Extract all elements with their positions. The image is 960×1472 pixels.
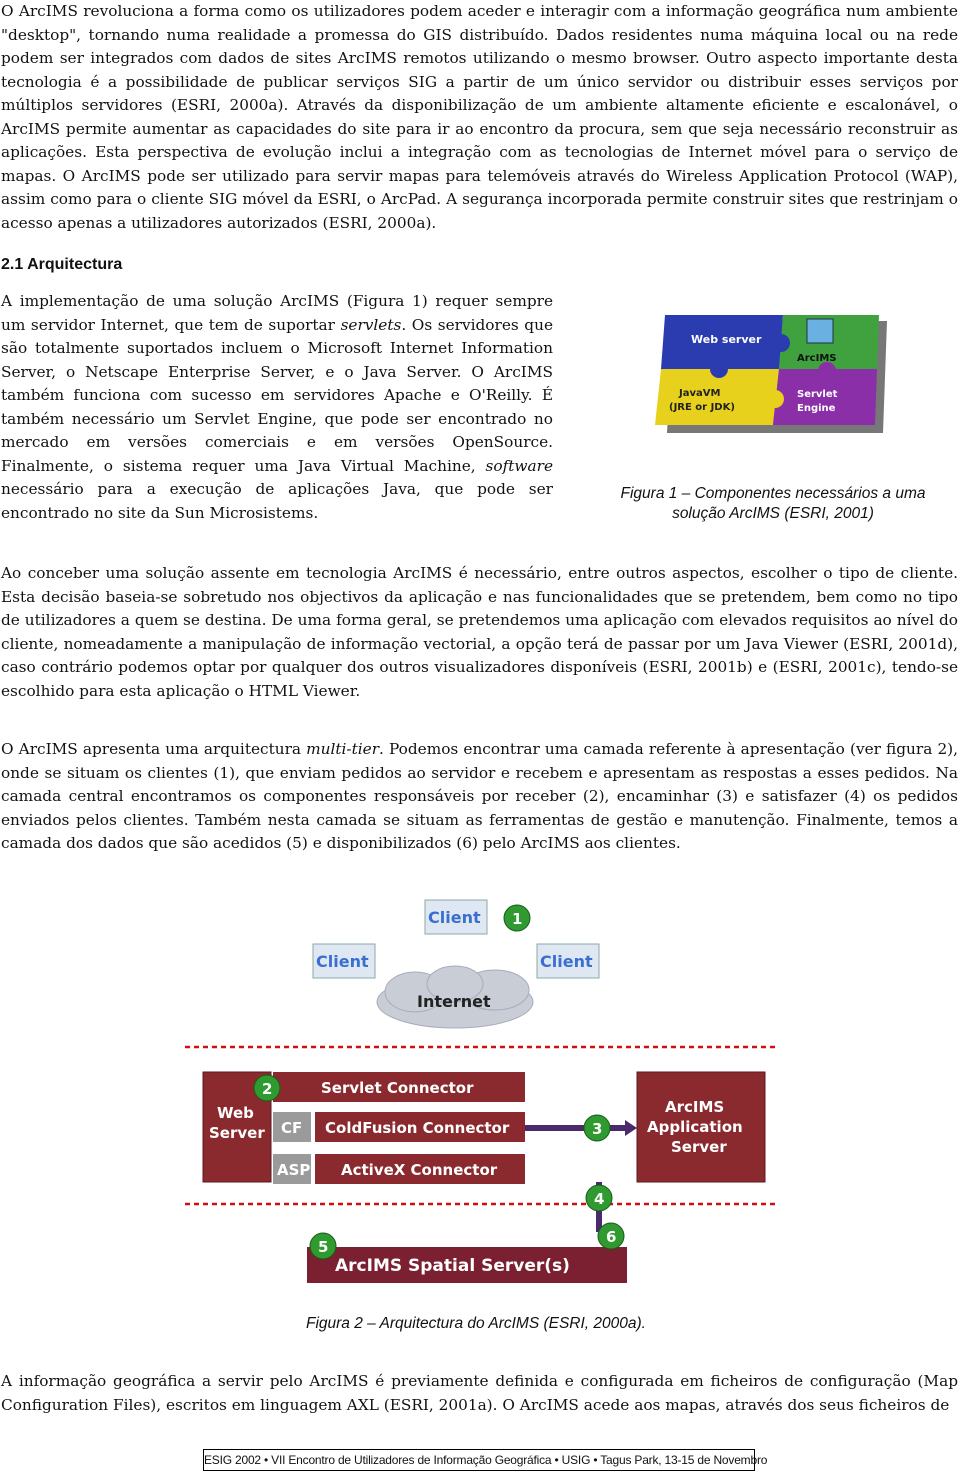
step-number-5: 5 [318, 1238, 328, 1256]
fig1-javavm: JavaVM [678, 388, 720, 399]
architecture-paragraph: A implementação de uma solução ArcIMS (F… [1, 290, 553, 525]
app-server-label-1: ArcIMS [665, 1098, 724, 1116]
app-server-label-2: Application [647, 1118, 743, 1136]
asp-box [273, 1154, 311, 1184]
servlet-connector-label: Servlet Connector [321, 1079, 474, 1097]
client-top-box [424, 899, 488, 935]
coldfusion-connector-label: ColdFusion Connector [325, 1119, 510, 1137]
multitier-paragraph: O ArcIMS apresenta uma arquitectura mult… [1, 738, 958, 856]
client-left-box [312, 943, 376, 979]
step-number-6: 6 [606, 1228, 616, 1246]
tier-emphasis: multi-tier [306, 740, 380, 758]
fig1-engine: Engine [797, 403, 836, 414]
config-paragraph: A informação geográfica a servir pelo Ar… [1, 1372, 958, 1414]
step-number-3: 3 [592, 1120, 602, 1138]
arch-emphasis-servlets: servlets [340, 315, 402, 334]
puzzle-piece-javavm [655, 369, 779, 425]
page-footer: ESIG 2002 • VII Encontro de Utilizadores… [203, 1449, 767, 1471]
client-right-box [536, 943, 600, 979]
cf-box [273, 1112, 311, 1142]
arch-text-1: A implementação de uma solução ArcIMS (F… [1, 292, 553, 334]
web-server-label-1: Web [217, 1104, 254, 1122]
activex-connector-bar [315, 1154, 525, 1184]
servlet-connector-bar [273, 1072, 525, 1102]
section-heading: 2.1 Arquitectura [1, 256, 123, 273]
internet-label: Internet [417, 992, 491, 1011]
fig1-servlet: Servlet [797, 389, 838, 400]
step-number-1: 1 [512, 910, 522, 928]
figure2-caption: Figura 2 – Arquitectura do ArcIMS (ESRI,… [305, 1315, 646, 1332]
client-left-label: Client [316, 952, 369, 971]
step-number-2: 2 [262, 1080, 272, 1098]
asp-label: ASP [277, 1161, 310, 1179]
figure1-caption: Figura 1 – Componentes necessários a uma… [620, 485, 926, 522]
figure1-puzzle: Web server ArcIMS JavaVM (JRE or JDK) Se… [655, 315, 887, 433]
cf-label: CF [281, 1119, 302, 1137]
spatial-server-label: ArcIMS Spatial Server(s) [335, 1256, 570, 1276]
arch-emphasis-software: software [485, 456, 553, 475]
web-server-label-2: Server [209, 1124, 265, 1142]
step-number-4: 4 [594, 1190, 604, 1208]
fig1-arcims: ArcIMS [797, 353, 836, 364]
puzzle-piece-servlet [773, 369, 877, 425]
app-server-label-3: Server [671, 1138, 727, 1156]
fig1-web-server: Web server [691, 333, 762, 346]
fig1-jre: (JRE or JDK) [669, 402, 735, 413]
application-server-box [636, 1071, 766, 1183]
arch-text-2: . Os servidores que são totalmente supor… [1, 315, 553, 475]
figure2-diagram: Client Client Client Internet Web Server… [185, 899, 775, 1283]
flow-arrows [525, 1125, 629, 1232]
arch-text-3: necessário para a execução de aplicações… [1, 480, 553, 522]
intro-paragraph: O ArcIMS revoluciona a forma como os uti… [1, 2, 958, 232]
client-paragraph: Ao conceber uma solução assente em tecno… [1, 564, 958, 700]
internet-cloud [376, 965, 534, 1029]
client-top-label: Client [428, 908, 481, 927]
spatial-server-bar [307, 1247, 627, 1283]
step-markers [253, 904, 625, 1260]
globe-icon [806, 318, 834, 344]
tier-text-2: . Podemos encontrar uma camada referente… [1, 740, 959, 852]
coldfusion-connector-bar [315, 1112, 525, 1142]
activex-connector-label: ActiveX Connector [341, 1161, 498, 1179]
client-right-label: Client [540, 952, 593, 971]
tier-text-1: O ArcIMS apresenta uma arquitectura [1, 740, 307, 758]
puzzle-piece-web-server [661, 315, 783, 369]
